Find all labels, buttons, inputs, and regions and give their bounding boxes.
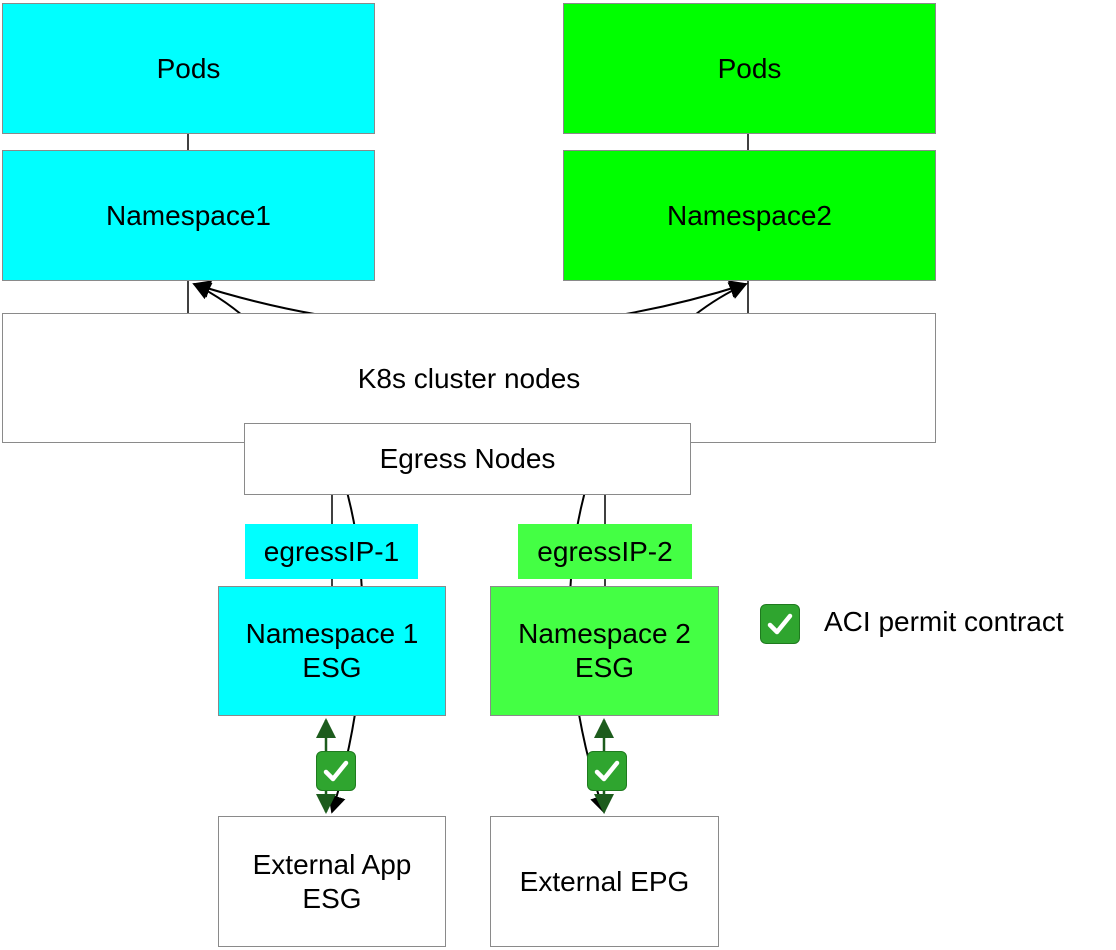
check-icon xyxy=(587,751,627,791)
egress-nodes-box: Egress Nodes xyxy=(244,423,691,495)
namespace2-label: Namespace2 xyxy=(667,199,832,231)
pods-1-label: Pods xyxy=(156,52,221,84)
egress-ip-2-label: egressIP-2 xyxy=(537,535,673,567)
external-app-esg-label: External App ESG xyxy=(252,848,412,914)
check-icon xyxy=(316,751,356,791)
namespace1-esg-label: Namespace 1 ESG xyxy=(245,618,419,683)
pods-box-2: Pods xyxy=(563,3,936,134)
egress-ip-1-tag: egressIP-1 xyxy=(245,524,418,579)
egress-nodes-label: Egress Nodes xyxy=(379,443,556,474)
external-epg-box: External EPG xyxy=(490,816,719,947)
namespace2-esg-label: Namespace 2 ESG xyxy=(518,618,691,683)
legend-label: ACI permit contract xyxy=(824,606,1064,637)
egress-ip-1-label: egressIP-1 xyxy=(263,535,400,567)
namespace1-esg-box: Namespace 1 ESG xyxy=(218,586,446,716)
pods-2-label: Pods xyxy=(717,52,782,84)
namespace1-label: Namespace1 xyxy=(106,199,271,231)
pods-box-1: Pods xyxy=(2,3,375,134)
k8s-cluster-nodes-label: K8s cluster nodes xyxy=(357,363,581,394)
namespace2-esg-box: Namespace 2 ESG xyxy=(490,586,719,716)
external-epg-label: External EPG xyxy=(519,865,690,897)
external-app-esg-box: External App ESG xyxy=(218,816,446,947)
egress-ip-2-tag: egressIP-2 xyxy=(518,524,692,579)
namespace1-box: Namespace1 xyxy=(2,150,375,281)
namespace2-box: Namespace2 xyxy=(563,150,936,281)
legend-check-icon xyxy=(760,604,800,644)
k8s-cluster-nodes-box: K8s cluster nodes xyxy=(2,313,936,443)
